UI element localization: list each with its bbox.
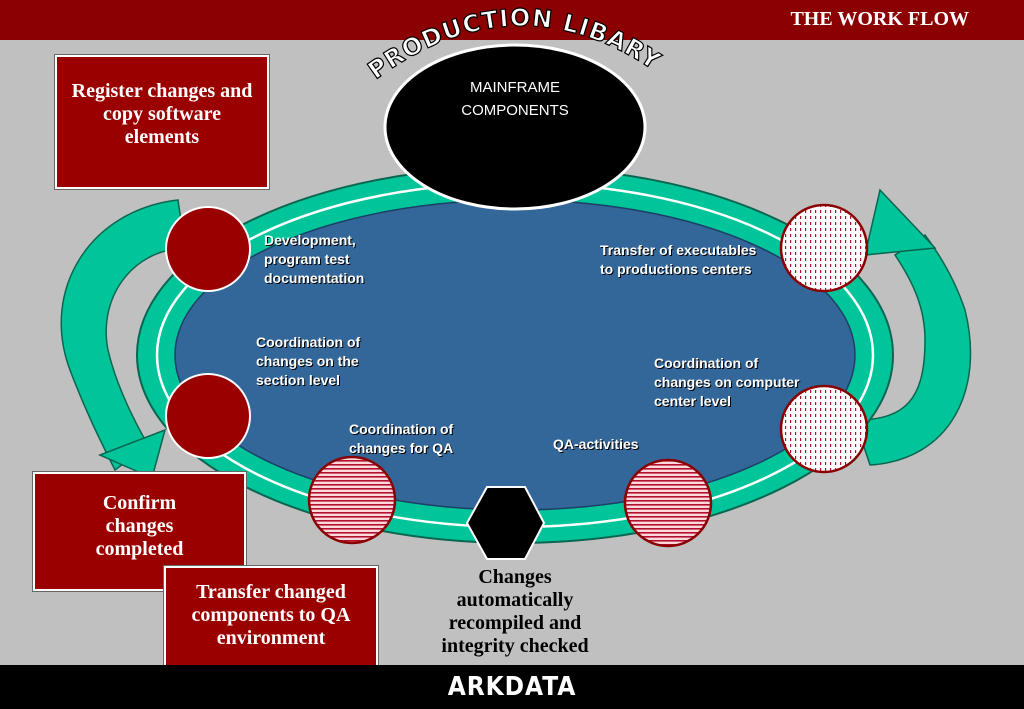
arkdata-logo: ARKDATA [447, 672, 577, 702]
step-line: changes for QA [349, 440, 454, 456]
step-line: Coordination of [349, 421, 454, 437]
step-line: changes on computer [654, 374, 800, 390]
step-label-coord-qa: Coordination of changes for QA [349, 420, 453, 458]
step-circle-development [165, 206, 251, 292]
caption-line: integrity checked [441, 635, 589, 657]
left-cycle-arrowhead [98, 428, 167, 480]
step-label-qa-activities: QA-activities [553, 435, 639, 454]
step-circle-coord-qa [307, 455, 397, 545]
step-circle-coord-center [779, 384, 869, 474]
footer-bar: ARKDATA [0, 665, 1024, 709]
step-line: changes on the [256, 353, 359, 369]
step-line: program test [264, 251, 350, 267]
step-line: section level [256, 372, 341, 388]
right-cycle-arrowhead [864, 188, 937, 256]
transfer-qa-text: Transfer changed components to QA enviro… [191, 580, 351, 649]
step-line: Development, [264, 232, 356, 248]
step-label-transfer-exec: Transfer of executables to productions c… [600, 241, 756, 279]
caption-line: recompiled and [448, 612, 582, 634]
confirm-changes-text: Confirm changes completed [95, 492, 184, 560]
step-circle-transfer-exec [779, 203, 869, 293]
compile-hexagon [465, 486, 546, 560]
title-bar: THE WORK FLOW [0, 0, 1024, 40]
step-line: documentation [264, 270, 365, 286]
mainframe-oval [383, 43, 647, 211]
step-line: to productions centers [600, 261, 752, 277]
step-circle-qa-activities [623, 458, 713, 548]
caption-line: Changes [478, 566, 552, 588]
recompile-caption: Changes automatically recompiled and int… [400, 566, 630, 658]
step-label-coord-section: Coordination of changes on the section l… [256, 333, 360, 390]
step-line: Coordination of [654, 355, 759, 371]
mainframe-line-1: MAINFRAME [470, 79, 560, 96]
step-line: Transfer of executables [600, 242, 757, 258]
right-cycle-arrow [853, 233, 972, 466]
page-title: THE WORK FLOW [790, 8, 969, 30]
step-line: center level [654, 393, 732, 409]
step-label-development: Development, program test documentation [264, 231, 364, 288]
caption-line: automatically [456, 589, 574, 611]
mainframe-label: MAINFRAME COMPONENTS [420, 76, 610, 122]
register-changes-box: Register changes and copy software eleme… [55, 55, 269, 189]
step-line: QA-activities [553, 436, 639, 452]
step-line: Coordination of [256, 334, 361, 350]
transfer-qa-box: Transfer changed components to QA enviro… [164, 566, 378, 684]
left-cycle-arrow [60, 199, 186, 472]
step-label-coord-center: Coordination of changes on computer cent… [654, 354, 799, 411]
register-changes-text: Register changes and copy software eleme… [71, 79, 253, 148]
mainframe-line-2: COMPONENTS [461, 102, 569, 119]
step-circle-coord-section [165, 373, 251, 459]
